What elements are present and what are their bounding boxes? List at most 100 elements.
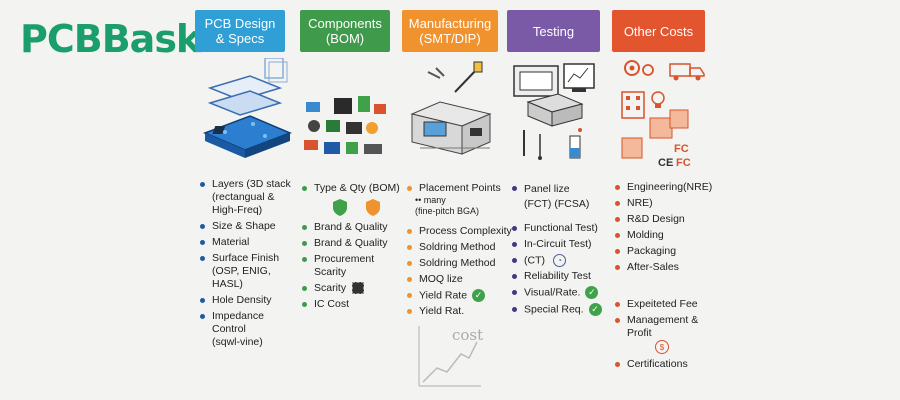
list-item: R&D Design: [615, 213, 725, 226]
item-label: Management & Profit: [627, 314, 699, 339]
list-item: Placement Points: [407, 182, 512, 195]
list-item: Certifications: [615, 358, 725, 371]
header-components: Components (BOM): [300, 10, 390, 52]
list-item: In-Circuit Test): [512, 238, 607, 251]
list-item: MOQ lize: [407, 273, 512, 286]
item-label: Special Req.: [524, 302, 584, 315]
list-item: IC Cost: [302, 298, 407, 311]
testing-illustration: [513, 63, 595, 160]
list-item: Engineering(NRE): [615, 181, 725, 194]
list-item: Soldring Method: [407, 241, 512, 254]
list-item: Process Complexity: [407, 225, 512, 238]
logo-text-ask: Bask: [101, 17, 202, 61]
list-item: Brand & Quality: [302, 221, 407, 234]
item-label: Impedance Control (sqwl-vine): [212, 310, 264, 348]
list-item: Molding: [615, 229, 725, 242]
shield-green-icon: [333, 199, 347, 221]
list-item: Hole Density: [200, 294, 300, 307]
check-icon: ✓: [588, 302, 602, 316]
dollar-row: $: [615, 340, 725, 354]
item-label: Molding: [627, 229, 664, 241]
list-item: Layers (3D stack (rectangual & High-Freq…: [200, 178, 300, 217]
cost-trend-chart-icon: [418, 326, 481, 387]
item-label: Surface Finish (OSP, ENIG, HASL): [212, 252, 280, 290]
list-item: Brand & Quality: [302, 237, 407, 250]
item-label: Visual/Rate.: [524, 286, 581, 299]
list-item: Size & Shape: [200, 220, 300, 233]
item-label: Yield Rate: [419, 289, 468, 302]
item-label: (CT): [524, 254, 545, 267]
list-item: Expeiteted Fee: [615, 298, 725, 311]
item-label: In-Circuit Test): [524, 238, 592, 250]
item-label: Material: [212, 236, 250, 248]
item-label: Brand & Quality: [314, 221, 388, 233]
components-illustration: [304, 96, 386, 154]
pcb-layer-icon: [202, 58, 293, 158]
item-label: Process Complexity: [419, 225, 512, 237]
building-icon: [621, 91, 645, 119]
list-item: Yield Rat.: [407, 305, 512, 318]
item-label: Type & Qty (BOM): [314, 182, 400, 194]
fc-mark: FC: [676, 157, 691, 169]
item-label: Packaging: [627, 245, 677, 257]
item-label: Panel lize (FCT) (FCSA): [524, 183, 590, 210]
check-icon: ✓: [472, 289, 486, 302]
list-item: Panel lize (FCT) (FCSA): [512, 182, 607, 212]
bom-items-list: Type & Qty (BOM) Brand & Quality Brand &…: [302, 182, 407, 314]
header-other-costs: Other Costs: [612, 10, 705, 52]
item-label: Layers (3D stack (rectangual & High-Freq…: [212, 178, 291, 216]
fc-mark-top: FC: [674, 143, 689, 155]
list-item: Type & Qty (BOM): [302, 182, 407, 195]
item-label: Hole Density: [212, 294, 272, 306]
list-item: Reliability Test: [512, 270, 607, 283]
pcbask-logo: PCBBask: [20, 17, 202, 61]
item-label: Soldring Method: [419, 257, 496, 269]
list-item: Yield Rate ✓: [407, 289, 512, 302]
smt-machine-illustration: [410, 61, 492, 155]
list-item: Procurement Scarity: [302, 253, 407, 279]
item-label: R&D Design: [627, 213, 685, 225]
testing-items-list: Panel lize (FCT) (FCSA) Functional Test)…: [512, 182, 607, 319]
pcb-stack-illustration: [202, 58, 293, 158]
mfg-items-list: Placement Points •• many (fine-pitch BGA…: [407, 182, 512, 321]
sub-note: •• many (fine-pitch BGA): [407, 195, 512, 217]
list-item: (CT) ◔: [512, 254, 607, 267]
list-item: Visual/Rate. ✓: [512, 286, 607, 300]
item-label: Brand & Quality: [314, 237, 388, 249]
list-item: Soldring Method: [407, 257, 512, 270]
item-label: Expeiteted Fee: [627, 298, 698, 310]
list-item: Special Req. ✓: [512, 302, 607, 316]
truck-icon: [669, 63, 705, 81]
item-label: Soldring Method: [419, 241, 496, 253]
item-label: Yield Rat.: [419, 305, 465, 318]
item-label: Scarity: [314, 282, 347, 294]
list-item: Functional Test): [512, 222, 607, 235]
item-label: MOQ lize: [419, 273, 463, 285]
pcb-items-list: Layers (3D stack (rectangual & High-Freq…: [200, 178, 300, 352]
item-label: Size & Shape: [212, 220, 276, 232]
check-icon: ✓: [585, 286, 599, 300]
other-costs-illustration: FC CE FC: [621, 60, 705, 169]
header-pcb-design: PCB Design & Specs: [195, 10, 285, 52]
cost-label: cost: [452, 326, 484, 344]
list-item: Impedance Control (sqwl-vine): [200, 310, 300, 349]
lightbulb-icon: [651, 91, 665, 108]
item-label: Placement Points: [419, 182, 501, 194]
list-item: Management & Profit: [615, 314, 725, 340]
list-item: After-Sales: [615, 261, 725, 274]
list-item: Material: [200, 236, 300, 249]
package-box-icon: [621, 109, 689, 159]
logo-text-pcb: PCB: [20, 17, 103, 61]
item-label: NRE): [627, 197, 653, 209]
test-equipment-icon: [513, 63, 595, 160]
gear-icon: [624, 60, 654, 76]
item-label: Reliability Test: [524, 270, 591, 283]
other-items-list: Engineering(NRE) NRE) R&D Design Molding…: [615, 181, 725, 374]
item-label: Certifications: [627, 358, 688, 370]
item-label: IC Cost: [314, 298, 350, 310]
list-item: Scarity: [302, 282, 407, 295]
dollar-icon: $: [655, 340, 669, 354]
component-icons: [304, 96, 386, 154]
clock-icon: ◔: [553, 254, 566, 267]
item-label: Functional Test): [524, 222, 598, 234]
